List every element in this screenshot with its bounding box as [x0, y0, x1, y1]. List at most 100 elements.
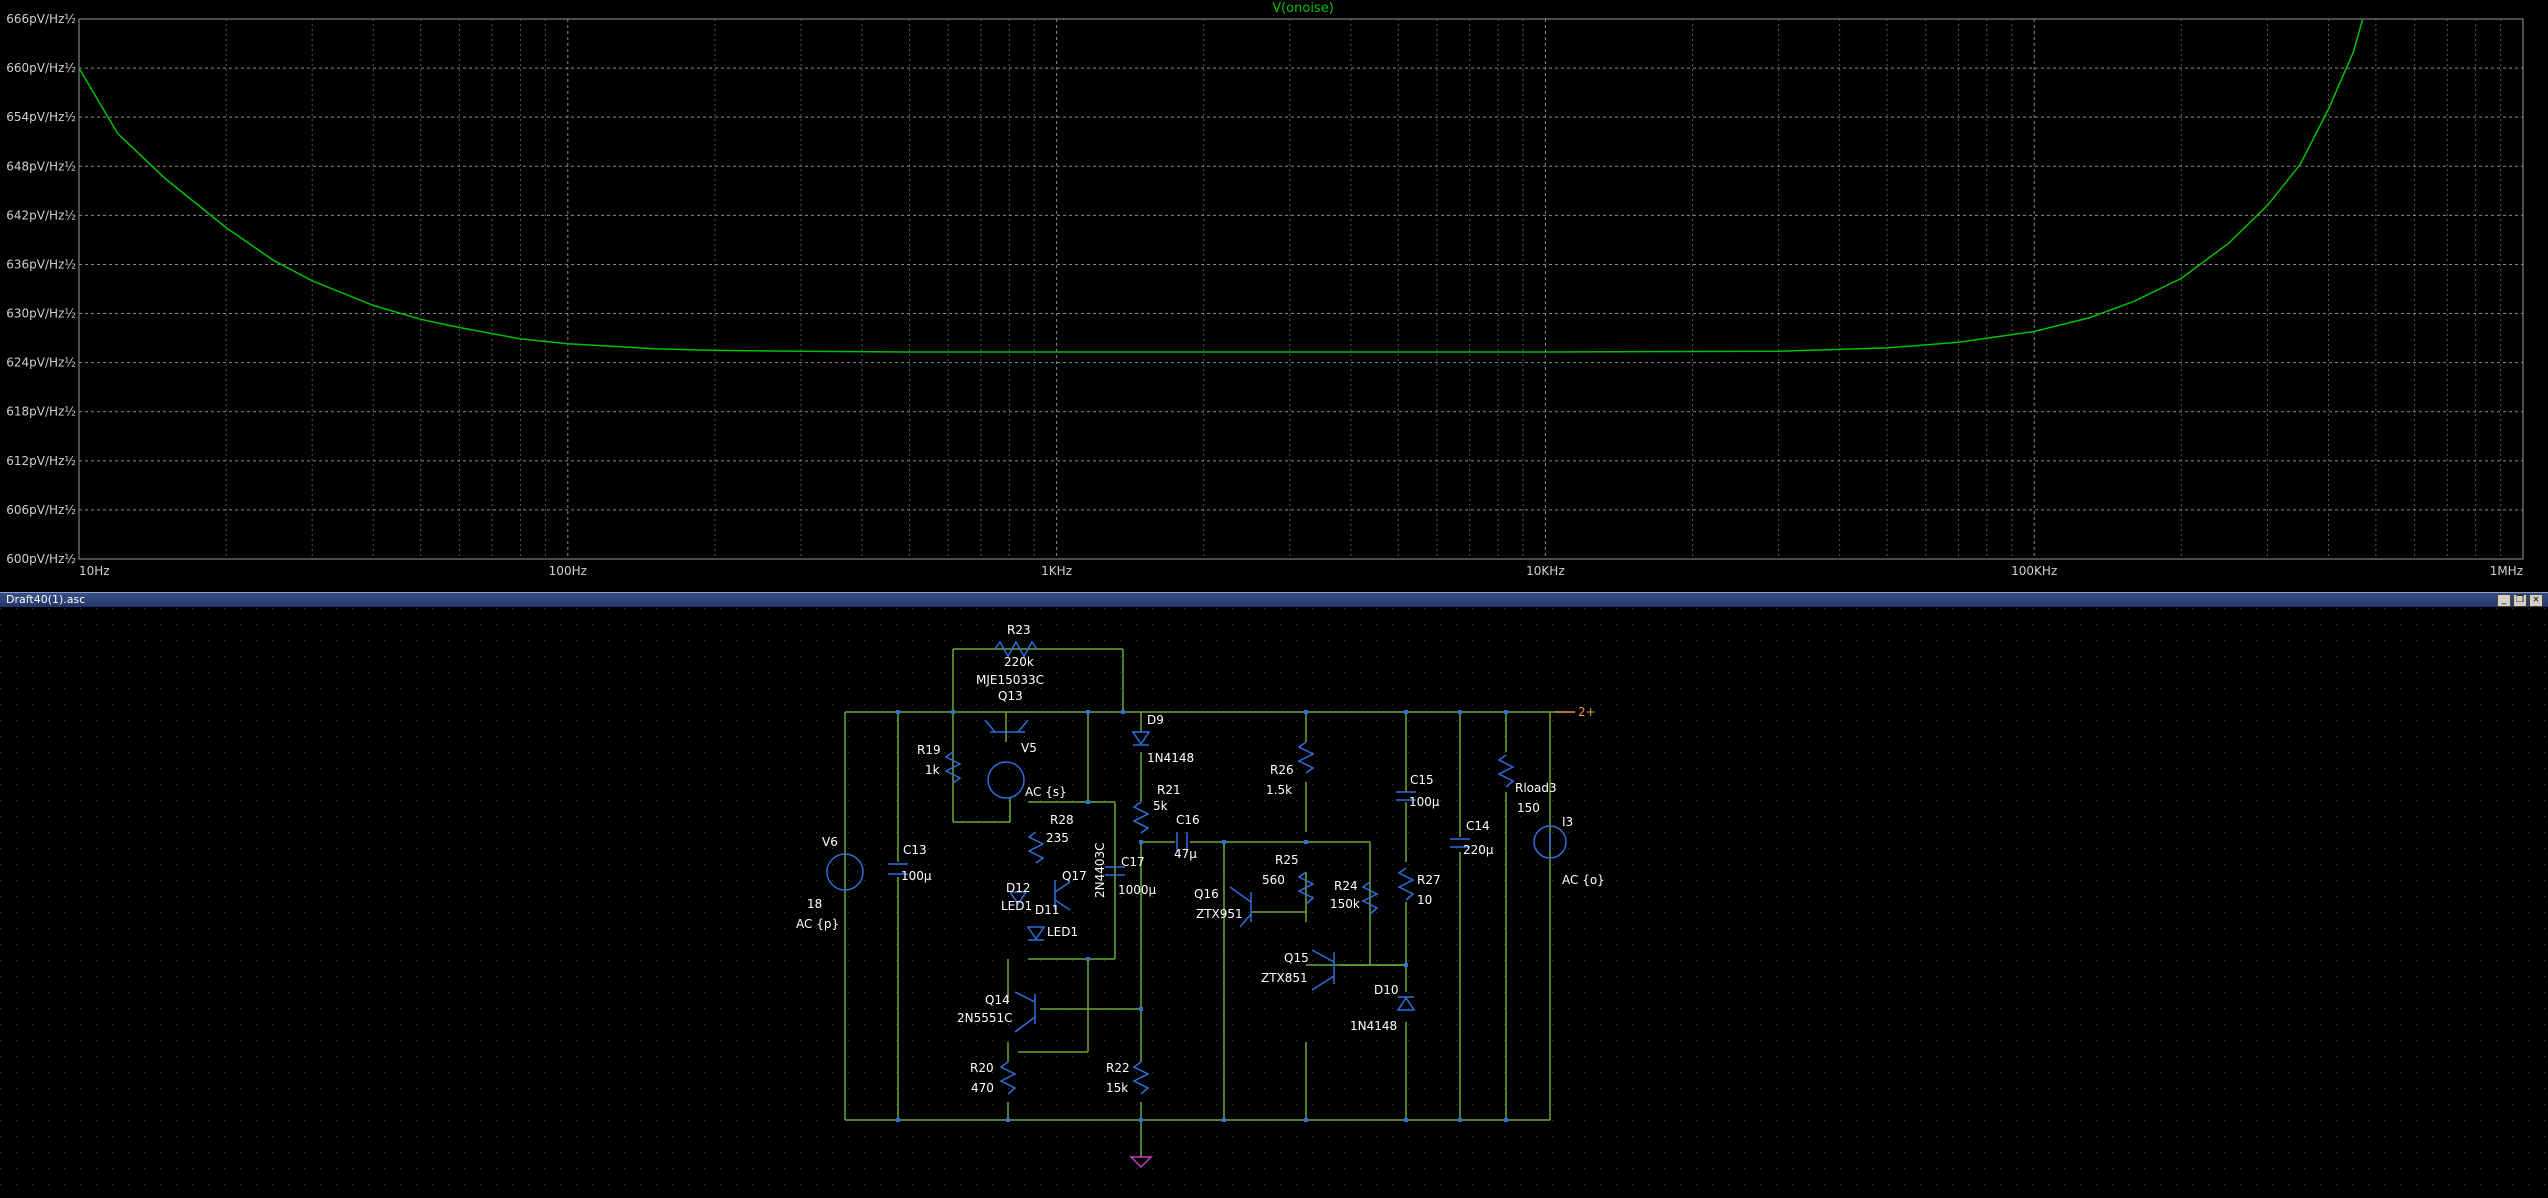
- r19-value[interactable]: 1k: [925, 763, 940, 777]
- v6-value[interactable]: 18: [807, 897, 822, 911]
- x-tick-label: 100KHz: [2011, 564, 2057, 578]
- d9-symbol: [1131, 731, 1151, 746]
- q13-name[interactable]: Q13: [998, 689, 1023, 703]
- q13-model[interactable]: MJE15033C: [976, 673, 1044, 687]
- y-tick-label: 654pV/Hz½: [6, 110, 76, 124]
- q14-name[interactable]: Q14: [985, 993, 1010, 1007]
- r22-name[interactable]: R22: [1106, 1061, 1130, 1075]
- r27-value[interactable]: 10: [1417, 893, 1432, 907]
- c15-value[interactable]: 100µ: [1409, 795, 1440, 809]
- d11-name[interactable]: D11: [1035, 903, 1060, 917]
- d12-model[interactable]: LED1: [1001, 899, 1032, 913]
- r21-value[interactable]: 5k: [1153, 799, 1168, 813]
- r25-name[interactable]: R25: [1275, 853, 1299, 867]
- r19-symbol: [944, 751, 962, 784]
- rload3-value[interactable]: 150: [1517, 801, 1540, 815]
- r21-name[interactable]: R21: [1157, 783, 1181, 797]
- rload3-name[interactable]: Rload3: [1515, 781, 1557, 795]
- y-tick-label: 660pV/Hz½: [6, 61, 76, 75]
- r23-symbol: [994, 640, 1038, 658]
- y-tick-label: 636pV/Hz½: [6, 257, 76, 271]
- y-tick-label: 618pV/Hz½: [6, 405, 76, 419]
- c13-value[interactable]: 100µ: [901, 869, 932, 883]
- grid-minor: [225, 19, 2502, 559]
- r22-symbol: [1132, 1061, 1150, 1095]
- component-labels: R23 220k MJE15033C Q13 D9 1N4148 R19 1k …: [796, 623, 1605, 1095]
- q16-name[interactable]: Q16: [1194, 887, 1219, 901]
- i3-value[interactable]: AC {o}: [1562, 873, 1605, 887]
- r23-value[interactable]: 220k: [1004, 655, 1034, 669]
- q14-model[interactable]: 2N5551C: [957, 1011, 1013, 1025]
- noise-plot[interactable]: 666pV/Hz½660pV/Hz½654pV/Hz½648pV/Hz½642p…: [0, 0, 2548, 586]
- schematic-canvas[interactable]: 2+ R23 220k MJE15033C Q13 D9 1N4148 R19 …: [0, 606, 2548, 1196]
- r25-value[interactable]: 560: [1262, 873, 1285, 887]
- q17-model[interactable]: 2N4403C: [1093, 842, 1107, 898]
- r26-symbol: [1297, 741, 1315, 774]
- r20-value[interactable]: 470: [971, 1081, 994, 1095]
- y-tick-label: 666pV/Hz½: [6, 12, 76, 26]
- schematic-window[interactable]: Draft40(1).asc _ ❐ ×: [0, 592, 2548, 1198]
- y-tick-label: 600pV/Hz½: [6, 552, 76, 566]
- v6-name[interactable]: V6: [822, 835, 838, 849]
- window-title: Draft40(1).asc: [6, 593, 86, 606]
- x-tick-label: 1KHz: [1041, 564, 1072, 578]
- d11-model[interactable]: LED1: [1047, 925, 1078, 939]
- d12-symbol: [1008, 891, 1028, 906]
- window-titlebar[interactable]: Draft40(1).asc _ ❐ ×: [0, 592, 2548, 607]
- d10-model[interactable]: 1N4148: [1350, 1019, 1397, 1033]
- q17-name[interactable]: Q17: [1062, 869, 1087, 883]
- r24-name[interactable]: R24: [1334, 879, 1358, 893]
- q16-model[interactable]: ZTX951: [1196, 907, 1243, 921]
- d9-name[interactable]: D9: [1147, 713, 1164, 727]
- r25-symbol: [1297, 871, 1315, 905]
- c17-value[interactable]: 1000µ: [1118, 883, 1157, 897]
- y-tick-label: 612pV/Hz½: [6, 454, 76, 468]
- trace-label[interactable]: V(onoise): [1272, 1, 1334, 16]
- ground-symbol[interactable]: [1129, 1156, 1153, 1169]
- r26-name[interactable]: R26: [1270, 763, 1294, 777]
- components: [826, 640, 1567, 1095]
- v6-ac[interactable]: AC {p}: [796, 917, 839, 931]
- d10-symbol: [1396, 996, 1416, 1011]
- r19-name[interactable]: R19: [917, 743, 941, 757]
- junction-dots: [896, 710, 1508, 1122]
- c13-name[interactable]: C13: [903, 843, 927, 857]
- c14-value[interactable]: 220µ: [1463, 843, 1494, 857]
- r20-name[interactable]: R20: [970, 1061, 994, 1075]
- c16-name[interactable]: C16: [1176, 813, 1200, 827]
- wires: [844, 648, 1555, 1157]
- v5-symbol: [987, 761, 1025, 799]
- c14-name[interactable]: C14: [1466, 819, 1490, 833]
- q15-model[interactable]: ZTX851: [1261, 971, 1308, 985]
- grid-major: [79, 19, 2523, 559]
- c17-name[interactable]: C17: [1121, 855, 1145, 869]
- plot-area[interactable]: [78, 18, 2524, 560]
- i3-name[interactable]: I3: [1562, 815, 1573, 829]
- r27-name[interactable]: R27: [1417, 873, 1441, 887]
- v5-name[interactable]: V5: [1021, 741, 1037, 755]
- port-label[interactable]: 2+: [1578, 705, 1596, 719]
- d10-name[interactable]: D10: [1374, 983, 1399, 997]
- d11-symbol: [1026, 926, 1046, 941]
- y-tick-label: 606pV/Hz½: [6, 503, 76, 517]
- d12-name[interactable]: D12: [1006, 881, 1031, 895]
- x-tick-label: 10Hz: [79, 564, 110, 578]
- c15-name[interactable]: C15: [1410, 773, 1434, 787]
- r28-symbol: [1027, 831, 1045, 864]
- x-tick-label: 1MHz: [2490, 564, 2523, 578]
- d9-model[interactable]: 1N4148: [1147, 751, 1194, 765]
- r24-value[interactable]: 150k: [1330, 897, 1360, 911]
- y-tick-label: 624pV/Hz½: [6, 356, 76, 370]
- r24-symbol: [1361, 881, 1379, 915]
- c16-value[interactable]: 47µ: [1174, 847, 1197, 861]
- r28-value[interactable]: 235: [1046, 831, 1069, 845]
- q15-name[interactable]: Q15: [1284, 951, 1309, 965]
- r21-symbol: [1132, 801, 1150, 834]
- r23-name[interactable]: R23: [1007, 623, 1031, 637]
- r26-value[interactable]: 1.5k: [1266, 783, 1292, 797]
- r28-name[interactable]: R28: [1050, 813, 1074, 827]
- x-tick-label: 100Hz: [549, 564, 587, 578]
- v5-value[interactable]: AC {s}: [1025, 785, 1067, 799]
- r22-value[interactable]: 15k: [1106, 1081, 1128, 1095]
